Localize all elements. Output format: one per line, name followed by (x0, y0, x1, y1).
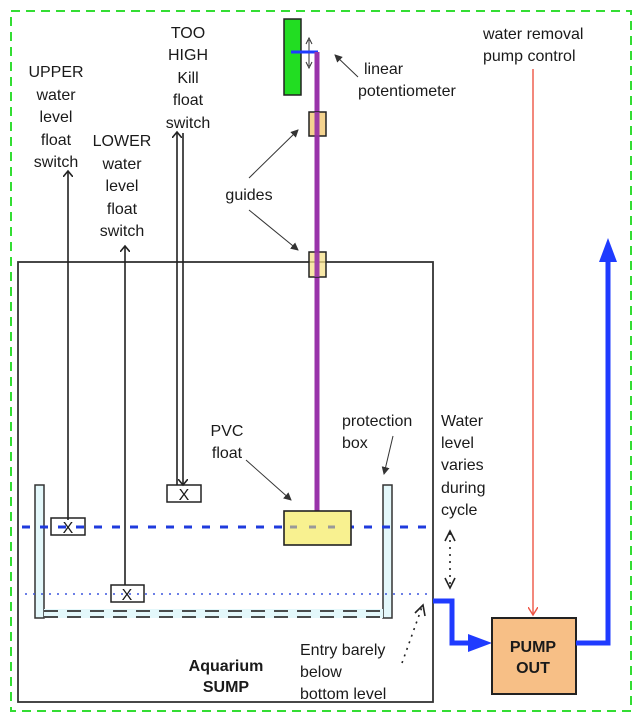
svg-text:TOO: TOO (171, 25, 205, 42)
svg-text:level: level (106, 178, 139, 195)
svg-text:PVC: PVC (211, 423, 244, 440)
svg-text:potentiometer: potentiometer (358, 83, 457, 100)
svg-text:SUMP: SUMP (203, 679, 250, 696)
discharge-arrowhead (599, 238, 617, 262)
svg-text:Kill: Kill (177, 70, 198, 87)
svg-text:float: float (173, 92, 204, 109)
svg-text:during: during (441, 480, 485, 497)
pump-label: PUMP OUT (510, 639, 557, 677)
svg-text:box: box (342, 435, 368, 452)
kill-switch-x: X (179, 487, 190, 504)
water-level-varies-label: Water level varies during cycle (441, 413, 485, 519)
svg-text:water: water (35, 87, 76, 104)
svg-text:switch: switch (100, 223, 144, 240)
linear-potentiometer (283, 18, 302, 96)
protection-box-bottom-fill (44, 609, 383, 618)
linear-potentiometer-pointer (334, 54, 359, 78)
lower-switch-x: X (122, 587, 133, 604)
svg-text:switch: switch (34, 154, 78, 171)
sump-tank (17, 261, 434, 703)
svg-text:float: float (107, 201, 138, 218)
entry-pointer (401, 606, 423, 664)
svg-text:Aquarium: Aquarium (189, 658, 264, 675)
svg-text:level: level (441, 435, 474, 452)
outflow-arrowhead (468, 634, 492, 652)
svg-text:cycle: cycle (441, 502, 478, 519)
svg-text:switch: switch (166, 115, 210, 132)
kill-float-switch (166, 484, 202, 503)
svg-text:LOWER: LOWER (93, 133, 152, 150)
protection-box-pointer (381, 435, 394, 475)
sump-label: Aquarium SUMP (189, 658, 264, 696)
upper-float-switch (50, 517, 86, 536)
svg-text:PUMP: PUMP (510, 639, 557, 656)
svg-text:OUT: OUT (516, 660, 550, 677)
lower-float-switch (110, 584, 145, 603)
pvc-float-label: PVC float (211, 423, 244, 462)
guide-pointer-upper (248, 129, 299, 179)
svg-text:HIGH: HIGH (168, 47, 208, 64)
svg-text:linear: linear (364, 61, 404, 78)
svg-text:protection: protection (342, 413, 412, 430)
svg-text:water: water (101, 156, 142, 173)
kill-switch-label: TOO HIGH Kill float switch (166, 25, 210, 132)
guides-label: guides (225, 187, 272, 204)
upper-switch-label: UPPER water level float switch (28, 64, 83, 171)
protection-box-right (382, 484, 393, 619)
pvc-float-pointer (245, 459, 292, 501)
svg-text:below: below (300, 664, 342, 681)
pump-out (491, 617, 577, 695)
svg-text:UPPER: UPPER (28, 64, 83, 81)
pump-control-label: water removal pump control (482, 26, 583, 65)
svg-text:water removal: water removal (482, 26, 583, 43)
outflow-pipe (433, 598, 478, 646)
upper-switch-x: X (63, 520, 74, 537)
svg-text:bottom level: bottom level (300, 686, 386, 703)
svg-text:level: level (40, 109, 73, 126)
svg-text:Entry barely: Entry barely (300, 642, 385, 659)
svg-text:varies: varies (441, 457, 484, 474)
lower-switch-label: LOWER water level float switch (93, 133, 152, 240)
svg-text:Water: Water (441, 413, 484, 430)
guide-pointer-lower (248, 209, 299, 251)
svg-text:float: float (41, 132, 72, 149)
linear-potentiometer-label: linear potentiometer (358, 61, 457, 100)
discharge-pipe (576, 258, 611, 646)
protection-box-left (34, 484, 45, 619)
protection-box-label: protection box (342, 413, 412, 452)
svg-text:float: float (212, 445, 243, 462)
svg-text:pump control: pump control (483, 48, 576, 65)
entry-label: Entry barely below bottom level (300, 642, 386, 703)
